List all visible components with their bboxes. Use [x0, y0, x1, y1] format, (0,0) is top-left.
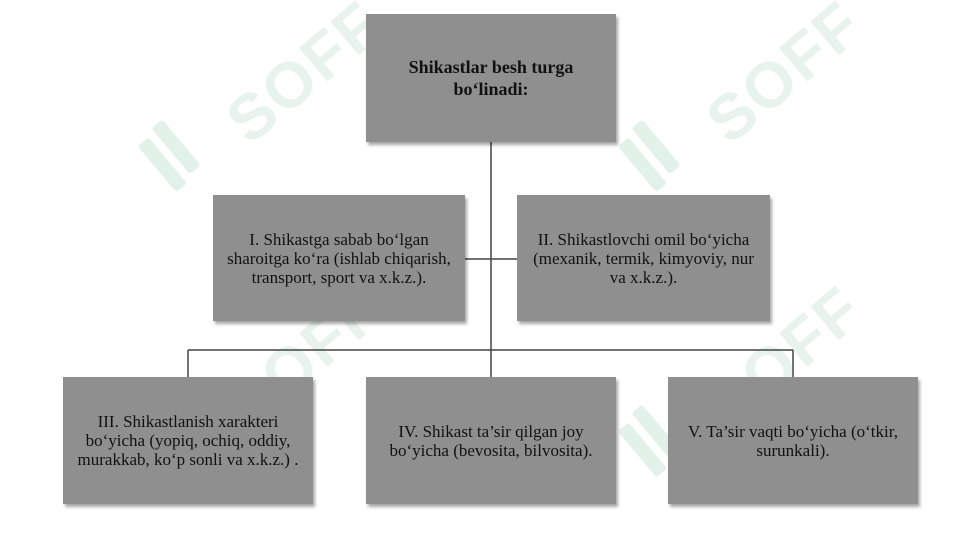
root-node: Shikastlar besh turga bo‘linadi: [366, 14, 616, 142]
category-node-5: V. Ta’sir vaqti bo‘yicha (o‘tkir, surunk… [668, 377, 918, 504]
category-node-2: II. Shikastlovchi omil bo‘yicha (mexanik… [517, 195, 770, 321]
category-node-3: III. Shikastlanish xarakteri bo‘yicha (y… [63, 377, 313, 504]
category-node-1: I. Shikastga sabab bo‘lgan sharoitga ko‘… [213, 195, 465, 321]
category-node-4: IV. Shikast ta’sir qilgan joy bo‘yicha (… [366, 377, 616, 504]
